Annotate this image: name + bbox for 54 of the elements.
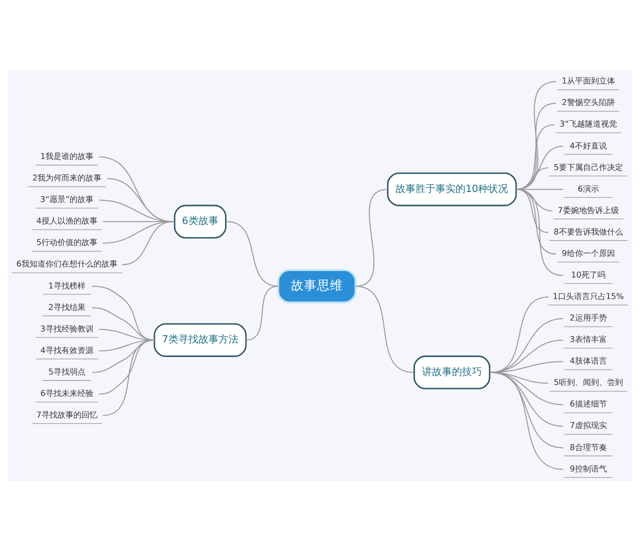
- connector: [122, 220, 174, 265]
- node-box: 讲故事的技巧: [414, 355, 490, 389]
- connector: [102, 339, 155, 416]
- connector: [98, 339, 155, 351]
- node-box: 6类故事: [174, 204, 226, 238]
- node-text: 6演示: [578, 184, 599, 193]
- node-text: 2运用手势: [570, 313, 607, 322]
- node-text: 4肢体语言: [570, 356, 607, 366]
- node-text: 1口头语言只占15%: [552, 292, 624, 301]
- node-text: 4授人以渔的故事: [36, 216, 98, 226]
- node-text: 6我知道你们在想什么的故事: [16, 259, 118, 268]
- node-box: 故事胜于事实的10种状况: [387, 172, 517, 206]
- node-text: 8合理节奏: [570, 442, 607, 452]
- node-text: 4不好直说: [570, 140, 607, 150]
- connector: [98, 199, 174, 222]
- connector: [516, 145, 564, 190]
- node-text: 3“愿景”的故事: [40, 194, 94, 204]
- connector: [490, 371, 564, 470]
- node-text: 6寻找未来经验: [40, 388, 94, 398]
- connector: [98, 339, 155, 394]
- node-text: 5行动价值的故事: [36, 238, 98, 247]
- node-text: 3表情丰富: [570, 334, 607, 344]
- node-text: 9控制语气: [570, 464, 607, 473]
- connector: [354, 285, 414, 372]
- node-text: 10死了吗: [571, 270, 606, 279]
- node-text: 1从平面到立体: [562, 76, 615, 86]
- connector: [98, 156, 174, 222]
- node-text: 1寻找榜样: [48, 280, 86, 290]
- node-text: 2警惕空头陷阱: [562, 98, 615, 107]
- node-text: 6描述细节: [570, 399, 607, 408]
- connector: [102, 220, 174, 222]
- node-text: 3“飞越隧道视觉: [560, 119, 617, 128]
- connector: [245, 285, 279, 340]
- connector: [226, 220, 279, 286]
- connector: [516, 188, 564, 276]
- connector: [490, 318, 564, 372]
- node-text: 9给你一个原因: [562, 248, 615, 258]
- node-text: 5要下属自己作决定: [554, 162, 623, 172]
- node-box: 7类寻找故事方法: [154, 322, 247, 356]
- node-text: 8不要告诉我做什么: [554, 226, 623, 236]
- node-text: 1我是谁的故事: [40, 152, 94, 161]
- connector: [354, 188, 388, 286]
- node-text: 2寻找结果: [48, 302, 86, 312]
- node-text: 7虚拟现实: [570, 420, 607, 430]
- node-box: 故事思维: [277, 268, 356, 303]
- node-text: 2我为何而来的故事: [32, 173, 102, 182]
- node-text: 7寻找故事的回忆: [36, 410, 98, 419]
- connector: [92, 339, 155, 372]
- node-text: 5寻找弱点: [48, 366, 86, 376]
- connector: [102, 220, 174, 244]
- node-text: 3寻找经验教训: [40, 324, 94, 333]
- node-text: 5听到、闻到、尝到: [554, 378, 623, 387]
- node-text: 4寻找有效资源: [40, 345, 94, 354]
- node-text: 7委婉地告诉上级: [558, 205, 619, 214]
